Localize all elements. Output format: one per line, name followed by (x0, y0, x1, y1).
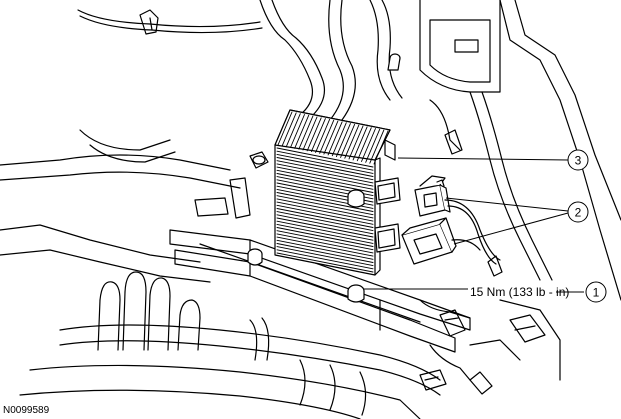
cooling-fin (276, 236, 374, 257)
bolt-lower-left (247, 248, 263, 266)
cooling-fin (276, 246, 374, 267)
cooling-fin-top (331, 122, 347, 157)
callout-3-label: 3 (575, 154, 582, 168)
callout-2-label: 2 (575, 206, 582, 220)
cooling-fin (276, 195, 374, 216)
cooling-fin-top (369, 129, 385, 164)
bolt-upper-left (249, 151, 269, 169)
callout-3: 3 (567, 149, 589, 171)
floor-structure-left (0, 129, 251, 283)
cooling-fin (276, 230, 374, 251)
cooling-fin (276, 211, 374, 232)
cooling-fin (276, 153, 374, 174)
leader-callout-2-upper (445, 197, 569, 212)
callout-leaders (364, 157, 584, 293)
cooling-fin (276, 204, 374, 225)
cooling-fin (276, 163, 374, 184)
cooling-fin-top (361, 128, 376, 162)
cooling-fin (276, 157, 374, 177)
cooling-fin-top (323, 120, 339, 155)
cooling-fin-top (277, 111, 293, 146)
cooling-fin (276, 192, 374, 212)
cooling-fin-top (319, 119, 335, 154)
cooling-fin (276, 233, 374, 254)
bolt-upper-right (347, 189, 365, 208)
cooling-fin-top (310, 118, 326, 153)
cooling-fin (276, 239, 374, 260)
cooling-fin-top (285, 113, 301, 148)
cooling-fin-top (348, 125, 364, 160)
cooling-fin (276, 166, 374, 187)
module-connector-ports (374, 177, 401, 253)
torque-spec-background (468, 282, 556, 298)
cooling-fin (276, 201, 374, 222)
cooling-fin-top (356, 127, 372, 162)
bolt-lower-right (347, 284, 365, 303)
cooling-fin-top (352, 126, 368, 161)
cooling-fin (276, 214, 374, 235)
cooling-fin (276, 208, 374, 228)
cooling-fin (276, 249, 374, 270)
figure-id: N0099589 (3, 405, 50, 416)
leader-callout-3 (397, 157, 569, 161)
cooling-fin-top (281, 112, 297, 147)
lower-tunnel-panel (19, 324, 441, 419)
electrical-connector-lower (401, 217, 457, 265)
cooling-fin (276, 198, 374, 219)
cooling-fin (276, 252, 374, 273)
callout-2: 2 (567, 201, 589, 223)
body-panel-right (419, 0, 621, 301)
cooling-fin-top (335, 123, 351, 158)
cooling-fin (276, 220, 374, 241)
torque-spec: 15 Nm (133 lb - in) (470, 285, 569, 299)
electrical-connector-upper (414, 175, 451, 217)
cooling-fin-top (298, 115, 314, 150)
cooling-fin-top (294, 114, 310, 149)
bolt-rear (387, 53, 401, 71)
cooling-fin-top (302, 116, 318, 151)
cooling-fin (276, 217, 374, 238)
cooling-fin-top (365, 128, 381, 163)
connector-wiring (444, 199, 503, 277)
callout-1: 1 (585, 281, 607, 303)
flexible-ducts (97, 271, 270, 361)
cooling-fin (276, 169, 374, 190)
cooling-fin-top (340, 123, 356, 158)
cooling-fin-top (290, 114, 305, 148)
cooling-fin (276, 243, 374, 263)
cooling-fin-top (344, 124, 360, 159)
retaining-bolts (247, 53, 401, 303)
cooling-fin-top (373, 130, 389, 165)
cooling-fin (276, 227, 374, 247)
cooling-fin (276, 160, 374, 181)
callout-1-label: 1 (593, 286, 600, 300)
wiring-harness-upper (77, 0, 403, 121)
leader-callout-2-lower (453, 212, 569, 245)
cooling-fin-top (306, 117, 322, 152)
cooling-fin (276, 147, 374, 168)
lower-bracket-right (419, 299, 561, 395)
cooling-fin-top (315, 118, 331, 153)
cooling-fin (276, 150, 374, 171)
cooling-fin (276, 223, 374, 244)
cooling-fin-top (327, 121, 343, 156)
cooling-fin (276, 173, 374, 193)
